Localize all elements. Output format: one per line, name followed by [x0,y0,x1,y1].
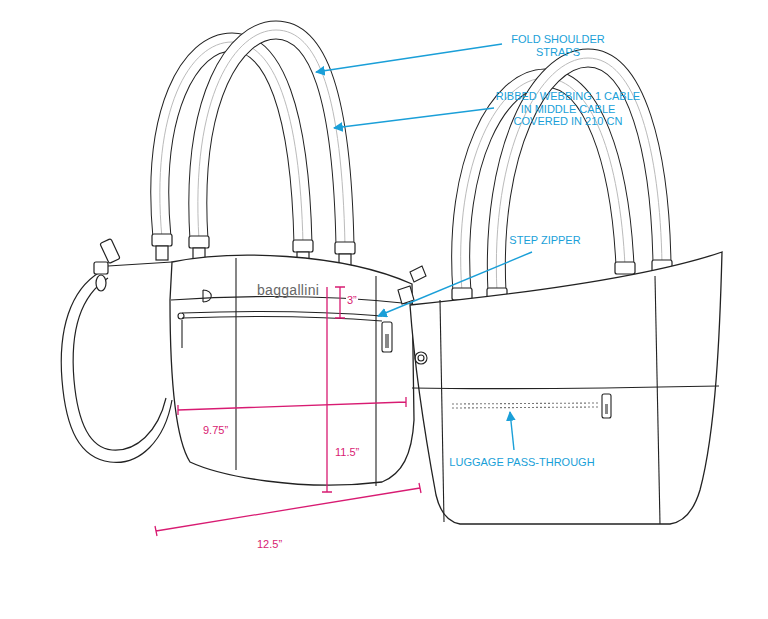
dimension-label: 11.5” [334,446,360,459]
front-handles [160,30,345,246]
back-bag-seams [398,276,719,524]
callout-leaders [316,44,532,450]
brand-logo: baggallini [257,282,319,298]
callout-text: FOLD SHOULDER STRAPS [506,33,610,58]
dimension-label: 9.75” [202,424,229,437]
dimension-label: 3” [346,294,358,307]
dimension-label: 12.5” [256,538,283,551]
dimension-lines [155,287,421,536]
front-bag-body [170,255,414,485]
back-bag-body [410,252,722,524]
callout-text: RIBBED WEBBING 1 CABLE IN MIDDLE CABLE C… [494,90,642,128]
wrist-strap [61,238,172,462]
front-bag-seams [171,258,426,486]
back-handles [461,58,662,292]
callout-text: STEP ZIPPER [490,234,600,247]
callout-text: LUGGAGE PASS-THROUGH [437,456,607,469]
